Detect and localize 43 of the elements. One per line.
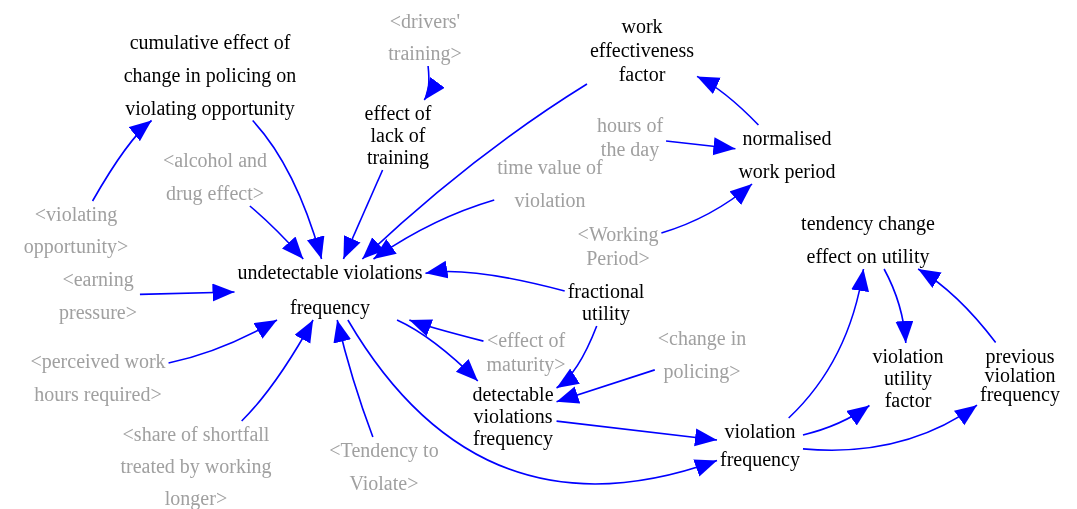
arrow (665, 137, 737, 156)
arrow (917, 268, 997, 344)
variable-label: tendency change effect on utility (778, 207, 958, 273)
arrow (251, 119, 325, 260)
arrow (139, 283, 236, 302)
variable-label: cumulative effect of change in policing on violating opportunity (102, 25, 318, 125)
arrow (361, 83, 588, 260)
arrow (555, 325, 598, 389)
variable-label: undetectable violations frequency (230, 255, 430, 325)
shadow-variable-label: <effect of maturity> (466, 328, 586, 376)
shadow-variable-label: <earning pressure> (28, 263, 168, 329)
arrow (408, 319, 485, 342)
variable-label: fractional utility (551, 280, 661, 324)
arrow (342, 169, 384, 260)
arrow (555, 420, 718, 447)
variable-label: normalised work period (722, 122, 852, 188)
arrow (883, 268, 913, 344)
arrow (802, 404, 871, 436)
arrow (424, 261, 566, 292)
arrow (802, 404, 978, 452)
shadow-variable-label: <drivers' training> (370, 5, 480, 69)
arrow (240, 319, 314, 422)
shadow-variable-label: <perceived work hours required> (8, 345, 188, 411)
variable-label: violation frequency (700, 417, 820, 473)
variable-label: previous violation frequency (965, 346, 1075, 404)
arrow (249, 205, 305, 260)
arrow (696, 75, 760, 126)
variable-label: violation utility factor (865, 345, 951, 411)
arrow (167, 319, 278, 364)
variable-label: effect of lack of training (348, 102, 448, 168)
variable-label: work effectiveness factor (567, 14, 717, 86)
shadow-variable-label: <share of shortfall treated by working longer> (101, 418, 291, 509)
arrow (347, 319, 718, 485)
arrow (787, 268, 869, 419)
arrow (423, 65, 444, 101)
arrow (91, 119, 153, 202)
arrow (372, 199, 496, 260)
shadow-variable-label: <change in policing> (637, 322, 767, 388)
arrow (396, 319, 479, 382)
arrow (660, 183, 753, 234)
arrow (333, 319, 374, 438)
arrow (555, 369, 656, 404)
shadow-variable-label: <Working Period> (563, 222, 673, 270)
